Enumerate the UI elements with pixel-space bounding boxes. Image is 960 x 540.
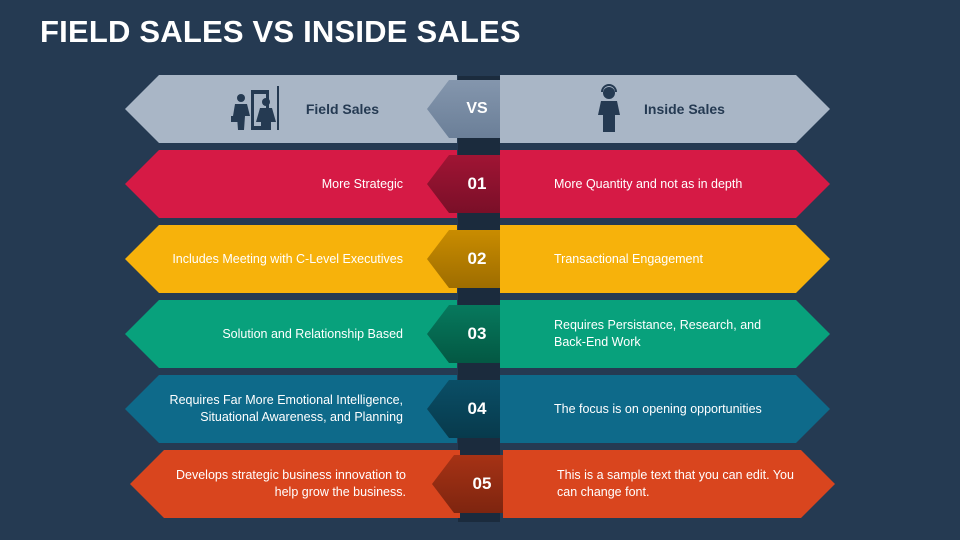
comparison-row-03: Solution and Relationship Based 03 Requi…	[0, 300, 960, 368]
field-sales-label: Field Sales	[305, 100, 379, 117]
slide-title: FIELD SALES VS INSIDE SALES	[40, 14, 521, 49]
field-sales-point-01: More Strategic	[125, 150, 457, 218]
comparison-row-05: Develops strategic business innovation t…	[0, 450, 960, 518]
field-sales-text-02: Includes Meeting with C-Level Executives	[172, 251, 403, 266]
inside-sales-text-01: More Quantity and not as in depth	[554, 176, 743, 191]
field-sales-header-arrow: Field Sales	[125, 75, 457, 143]
field-sales-point-05: Develops strategic business innovation t…	[130, 450, 460, 518]
inside-sales-person-icon	[596, 84, 622, 134]
field-sales-people-icon	[231, 86, 279, 130]
inside-sales-point-04: The focus is on opening opportunities	[500, 375, 830, 443]
comparison-row-01: More Strategic 01 More Quantity and not …	[0, 150, 960, 218]
field-sales-text-05: Develops strategic business innovation t…	[176, 468, 406, 499]
field-sales-point-04: Requires Far More Emotional Intelligence…	[125, 375, 457, 443]
field-sales-text-04: Requires Far More Emotional Intelligence…	[169, 393, 403, 424]
inside-sales-point-05: This is a sample text that you can edit.…	[503, 450, 835, 518]
field-sales-point-03: Solution and Relationship Based	[125, 300, 457, 368]
inside-sales-header-arrow: Inside Sales	[500, 75, 830, 143]
inside-sales-text-04: The focus is on opening opportunities	[554, 401, 762, 416]
inside-sales-label: Inside Sales	[644, 100, 725, 117]
field-sales-text-03: Solution and Relationship Based	[222, 326, 403, 341]
inside-sales-point-01: More Quantity and not as in depth	[500, 150, 830, 218]
field-sales-point-02: Includes Meeting with C-Level Executives	[125, 225, 457, 293]
inside-sales-point-02: Transactional Engagement	[500, 225, 830, 293]
inside-sales-text-02: Transactional Engagement	[554, 251, 703, 266]
center-spine	[458, 76, 500, 522]
comparison-row-04: Requires Far More Emotional Intelligence…	[0, 375, 960, 443]
field-sales-text-01: More Strategic	[321, 176, 403, 191]
inside-sales-text-03: Requires Persistance, Research, and Back…	[554, 318, 762, 349]
inside-sales-text-05: This is a sample text that you can edit.…	[557, 468, 794, 499]
comparison-row-02: Includes Meeting with C-Level Executives…	[0, 225, 960, 293]
header-row: Field Sales VS Inside Sales	[0, 75, 960, 143]
inside-sales-point-03: Requires Persistance, Research, and Back…	[500, 300, 830, 368]
